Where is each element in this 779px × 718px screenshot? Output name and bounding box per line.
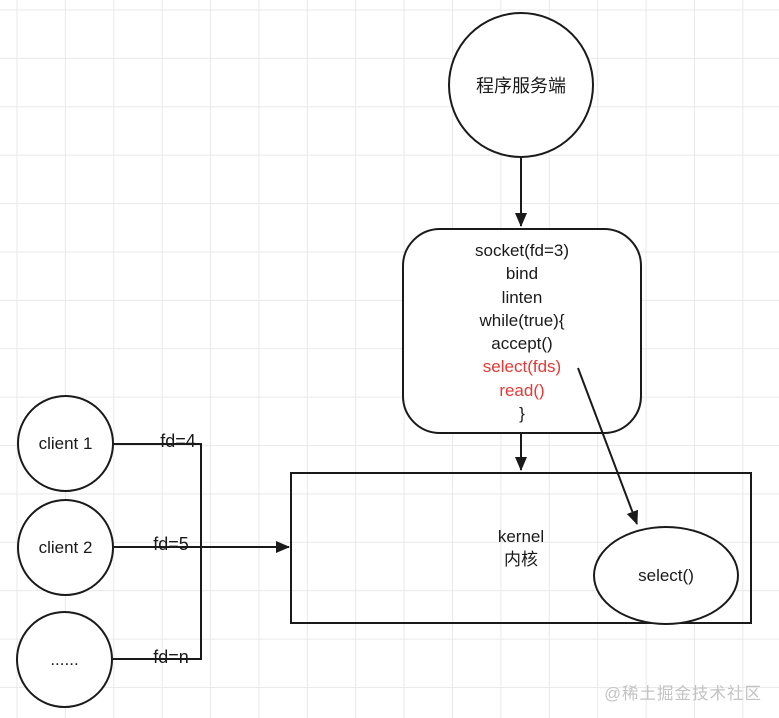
client-2-node: client 2: [17, 499, 114, 596]
fdn-label: fd=n: [153, 647, 189, 667]
code-line-listen: linten: [501, 287, 543, 307]
client-1-label: client 1: [38, 433, 93, 453]
code-line-accept: accept(): [491, 334, 553, 354]
code-line-socket: socket(fd=3): [474, 241, 569, 260]
fd4-label: fd=4: [160, 431, 196, 451]
client-2-label: client 2: [38, 537, 93, 557]
client-1-node: client 1: [17, 395, 114, 492]
code-line-bind: bind: [505, 264, 539, 284]
code-line-read: read(): [499, 380, 545, 400]
select-node-label: select(): [638, 565, 694, 585]
client-n-node: ......: [16, 611, 113, 708]
code-line-while: while(true){: [479, 310, 565, 330]
fd5-label: fd=5: [153, 534, 189, 554]
client-n-label: ......: [50, 649, 79, 669]
watermark-text: @稀土掘金技术社区: [604, 685, 762, 703]
code-line-select: select(fds): [482, 357, 562, 377]
kernel-subtitle: 内核: [504, 550, 538, 569]
select-node: select(): [593, 526, 739, 625]
kernel-title: kernel: [497, 527, 545, 546]
server-node-label: 程序服务端: [476, 76, 566, 96]
server-code-box: socket(fd=3) bind linten while(true){ ac…: [402, 228, 642, 434]
server-node: 程序服务端: [448, 12, 594, 158]
code-line-brace: }: [519, 404, 525, 424]
kernel-box: kernel 内核: [290, 472, 752, 624]
